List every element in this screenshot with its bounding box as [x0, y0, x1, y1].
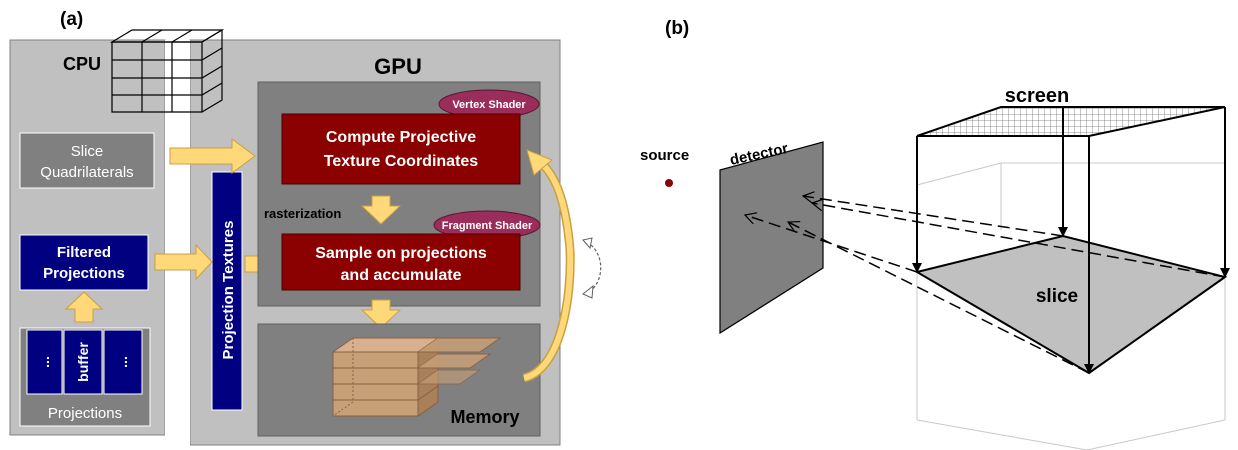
down-arrow-raster: [360, 195, 402, 225]
slice-quadrilaterals-box: [19, 132, 155, 189]
panel-b: (b) source detector screen slice: [640, 18, 1230, 450]
down-arrow-memory: [360, 299, 402, 329]
projection-rays: [745, 196, 1226, 374]
fragment-shader-label: Fragment Shader: [442, 220, 533, 232]
buffer-dots-right: ...: [114, 356, 130, 368]
arrow-filtered-to-textures: [154, 243, 213, 281]
arrow-slice-to-gpu: [169, 138, 256, 174]
feedback-arrow-head: [526, 149, 553, 176]
loop-indicator-icon: [586, 241, 602, 293]
up-arrow: [64, 291, 104, 323]
memory-label: Memory: [450, 407, 519, 427]
detector-plane: [719, 141, 824, 335]
panel-a-label: (a): [60, 9, 83, 30]
buffer-slot-middle: [63, 329, 103, 395]
rasterization-label: rasterization: [264, 206, 341, 221]
compute-line2: Texture Coordinates: [324, 153, 479, 170]
buffer-slot-right: [103, 329, 143, 395]
buffer-slot-left: [26, 329, 63, 395]
panel-a: (a) CPU GPU Slice Quadrilaterals Filtere: [9, 9, 602, 450]
loop-indicator-tail: [582, 237, 593, 250]
ray-1: [803, 196, 1064, 237]
gpu-title: GPU: [374, 54, 422, 79]
volume-box-outline: [916, 162, 1226, 450]
ray-4: [788, 222, 1090, 374]
feedback-arrow-inner: [523, 160, 574, 381]
filtered-proj-line2: Projections: [43, 265, 125, 282]
sample-line2: and accumulate: [341, 267, 462, 284]
slice-quads-line1: Slice: [71, 143, 104, 160]
compute-line1: Compute Projective: [326, 129, 476, 146]
source-point: [665, 179, 673, 187]
screen-label: screen: [1005, 85, 1070, 107]
buffer-dots-left: ...: [36, 356, 52, 368]
volume-cube-icon: [331, 337, 502, 417]
source-label: source: [640, 147, 689, 164]
slice-label: slice: [1036, 286, 1078, 307]
sample-line1: Sample on projections: [315, 245, 487, 262]
cpu-title: CPU: [63, 54, 101, 74]
projection-textures-bar: [211, 171, 243, 411]
slice-quads-line2: Quadrilaterals: [40, 164, 133, 181]
bus-column: [165, 40, 190, 450]
projection-textures-label: Projection Textures: [220, 221, 237, 360]
ray-2: [812, 203, 1226, 278]
loop-indicator-head: [582, 284, 594, 299]
sample-accumulate-box: [281, 233, 521, 291]
projections-label: Projections: [48, 405, 122, 422]
filtered-projections-box: [19, 234, 149, 291]
vertex-shader-label: Vertex Shader: [452, 99, 526, 111]
volume-wireframe-icon: [109, 28, 225, 113]
panel-b-label: (b): [665, 18, 689, 39]
compute-projective-box: [281, 113, 521, 185]
screen-grid: [916, 106, 1226, 137]
buffer-label: buffer: [75, 342, 91, 382]
filtered-proj-line1: Filtered: [57, 244, 111, 261]
